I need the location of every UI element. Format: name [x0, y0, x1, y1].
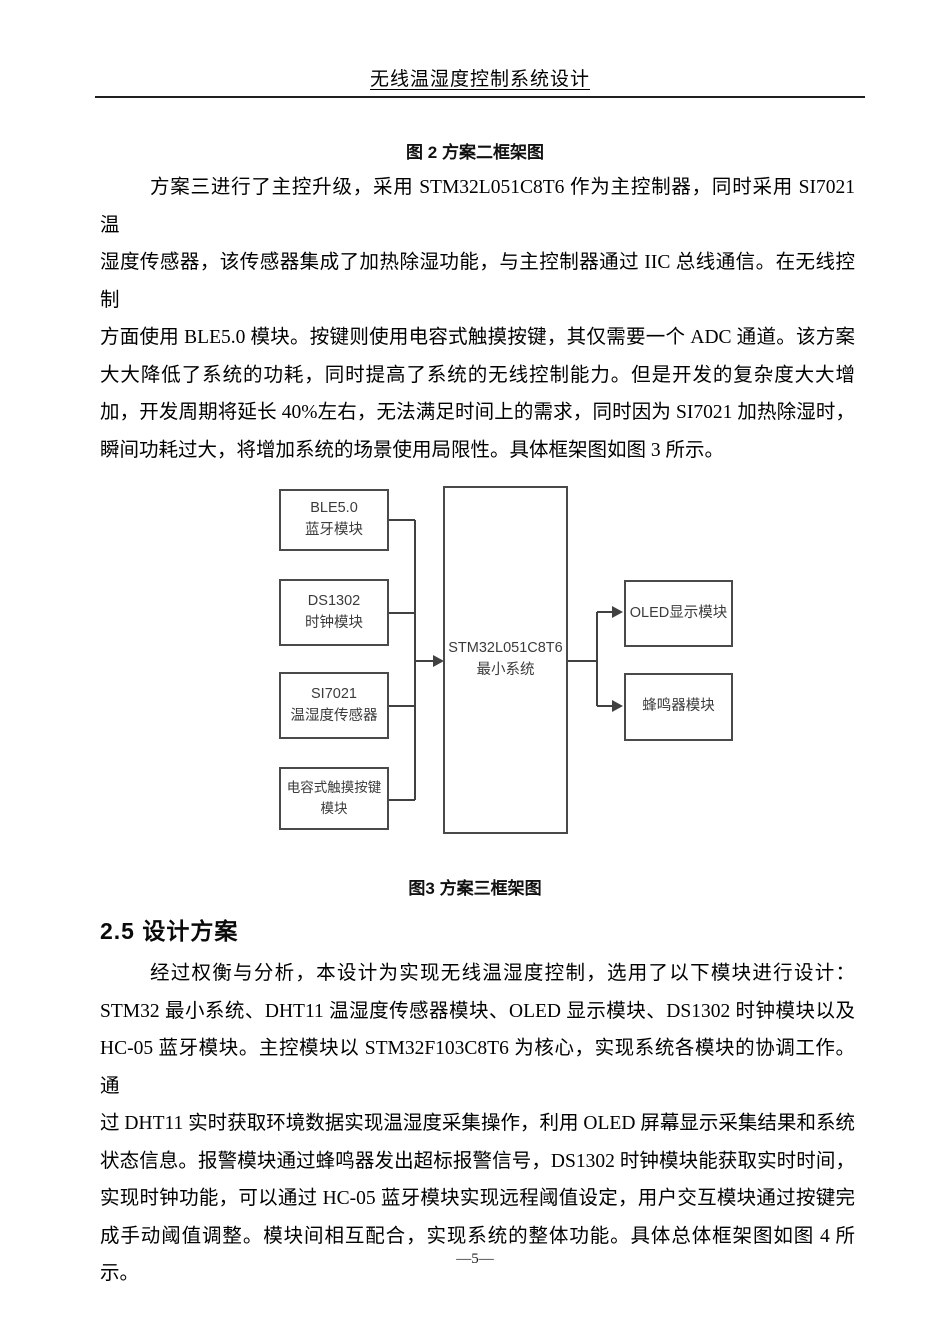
paragraph-line: 湿度传感器，该传感器集成了加热除湿功能，与主控制器通过 IIC 总线通信。在无线…	[100, 252, 855, 311]
diagram-box-mcu: STM32L051C8T6 最小系统	[443, 486, 568, 834]
diagram-box-si7021: SI7021 温湿度传感器	[279, 672, 389, 739]
box-label-line: OLED显示模块	[629, 604, 728, 621]
box-label-line: 时钟模块	[305, 614, 363, 631]
paragraph-line: 成手动阈值调整。模块间相互配合，实现系统的整体功能。具体总体框架图如图 4 所示…	[100, 1225, 855, 1285]
page-number: —5—	[456, 1251, 494, 1267]
diagram-box-ds1302: DS1302 时钟模块	[279, 579, 389, 646]
paragraph-design-scheme: 经过权衡与分析，本设计为实现无线温湿度控制，选用了以下模块进行设计： STM32 …	[100, 955, 855, 1293]
page-header: 无线温湿度控制系统设计	[95, 0, 865, 98]
box-label-line: STM32L051C8T6	[448, 640, 563, 657]
paragraph-scheme3: 方案三进行了主控升级，采用 STM32L051C8T6 作为主控制器，同时采用 …	[100, 169, 855, 469]
section-heading-2-5: 2.5 设计方案	[100, 918, 239, 944]
box-label-line: DS1302	[307, 592, 361, 609]
paragraph-line: 瞬间功耗过大，将增加系统的场景使用局限性。具体框架图如图 3 所示。	[100, 439, 725, 461]
paragraph-line: 状态信息。报警模块通过蜂鸣器发出超标报警信号，DS1302 时钟模块能获取实时时…	[100, 1150, 855, 1172]
diagram-box-buzzer: 蜂鸣器模块	[624, 673, 733, 741]
paragraph-line: 加，开发周期将延长 40%左右，无法满足时间上的需求，同时因为 SI7021 加…	[100, 402, 855, 423]
box-label-line: SI7021	[311, 685, 357, 702]
paragraph-line: 经过权衡与分析，本设计为实现无线温湿度控制，选用了以下模块进行设计：	[150, 963, 855, 984]
diagram-box-touch-key: 电容式触摸按键 模块	[279, 767, 389, 830]
paragraph-line: 大大降低了系统的功耗，同时提高了系统的无线控制能力。但是开发的复杂度大大增	[100, 364, 855, 386]
paragraph-line: 方案三进行了主控升级，采用 STM32L051C8T6 作为主控制器，同时采用 …	[100, 177, 855, 236]
document-title: 无线温湿度控制系统设计	[369, 69, 590, 90]
arrowhead-into-mcu	[433, 655, 444, 667]
paragraph-line: 方面使用 BLE5.0 模块。按键则使用电容式触摸按键，其仅需要一个 ADC 通…	[100, 327, 855, 348]
content-area: 方案三进行了主控升级，采用 STM32L051C8T6 作为主控制器，同时采用 …	[100, 169, 855, 469]
paragraph-line: STM32 最小系统、DHT11 温湿度传感器模块、OLED 显示模块、DS13…	[100, 1000, 855, 1022]
diagram-box-oled: OLED显示模块	[624, 580, 733, 647]
diagram-box-ble: BLE5.0 蓝牙模块	[279, 489, 389, 551]
content-area-2: 2.5 设计方案 经过权衡与分析，本设计为实现无线温湿度控制，选用了以下模块进行…	[100, 912, 855, 1293]
box-label-line: 蜂鸣器模块	[642, 698, 715, 715]
box-label-line: 温湿度传感器	[290, 707, 378, 724]
paragraph-line: HC-05 蓝牙模块。主控模块以 STM32F103C8T6 为核心，实现系统各…	[100, 1038, 855, 1097]
box-label-line: BLE5.0	[310, 500, 358, 517]
box-label-line: 蓝牙模块	[305, 522, 363, 538]
paragraph-line: 实现时钟功能，可以通过 HC-05 蓝牙模块实现远程阈值设定，用户交互模块通过按…	[100, 1188, 855, 1209]
diagram-connector-lines	[388, 519, 623, 801]
arrowhead-into-oled	[612, 606, 623, 618]
paragraph-line: 过 DHT11 实时获取环境数据实现温湿度采集操作，利用 OLED 屏幕显示采集…	[100, 1113, 855, 1134]
box-label-line: 最小系统	[476, 662, 535, 678]
box-label-line: 电容式触摸按键	[286, 780, 382, 796]
arrowhead-into-buzzer	[612, 700, 623, 712]
figure3-caption: 图3 方案三框架图	[408, 879, 542, 898]
figure2-caption: 图 2 方案二框架图	[406, 143, 544, 162]
box-label-line: 模块	[320, 800, 348, 816]
figure3-block-diagram: BLE5.0 蓝牙模块 DS1302 时钟模块 SI7021 温湿度传感器 电容…	[0, 474, 950, 854]
